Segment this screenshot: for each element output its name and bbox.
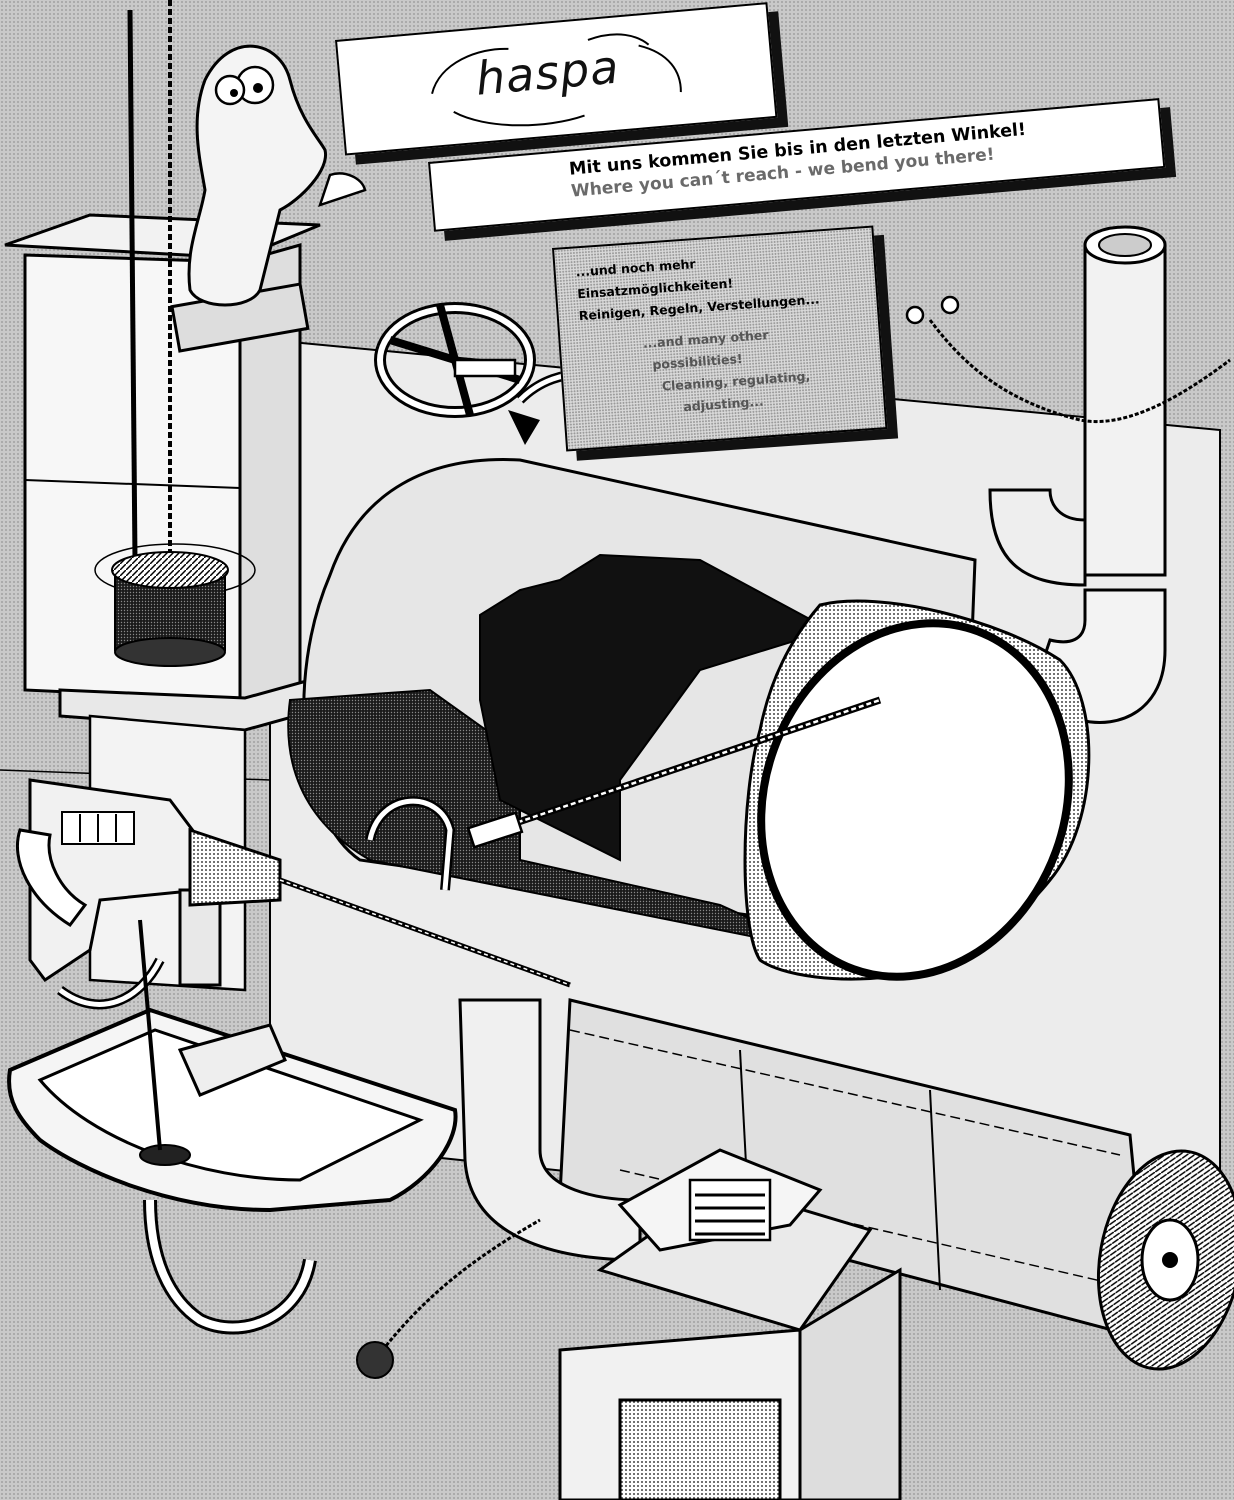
brush-in-duct (94, 543, 256, 667)
duct-brush (1096, 1149, 1234, 1371)
info-english-line: Cleaning, regulating, (661, 368, 811, 394)
drill (15, 778, 571, 988)
wall-outlets (905, 295, 1231, 423)
info-english-line: adjusting... (682, 393, 765, 415)
logo-panel: haspa (335, 2, 778, 156)
mascot-character (170, 44, 367, 353)
cable-knob (356, 1218, 541, 1379)
wash-basin (7, 919, 458, 1335)
info-german-line: ...und noch mehr (575, 256, 697, 280)
hand-wheel-valve (374, 302, 536, 418)
info-english-line: possibilities! (651, 350, 744, 373)
info-box: ...und noch mehr Einsatzmöglichkeiten! R… (552, 225, 888, 452)
control-box (558, 1148, 902, 1500)
info-german-line: Einsatzmöglichkeiten! (576, 275, 734, 302)
info-english-line: ...and many other (642, 327, 769, 351)
vertical-duct (4, 0, 321, 992)
logo-swoosh (431, 33, 682, 127)
cylinder-duct (287, 458, 1091, 981)
